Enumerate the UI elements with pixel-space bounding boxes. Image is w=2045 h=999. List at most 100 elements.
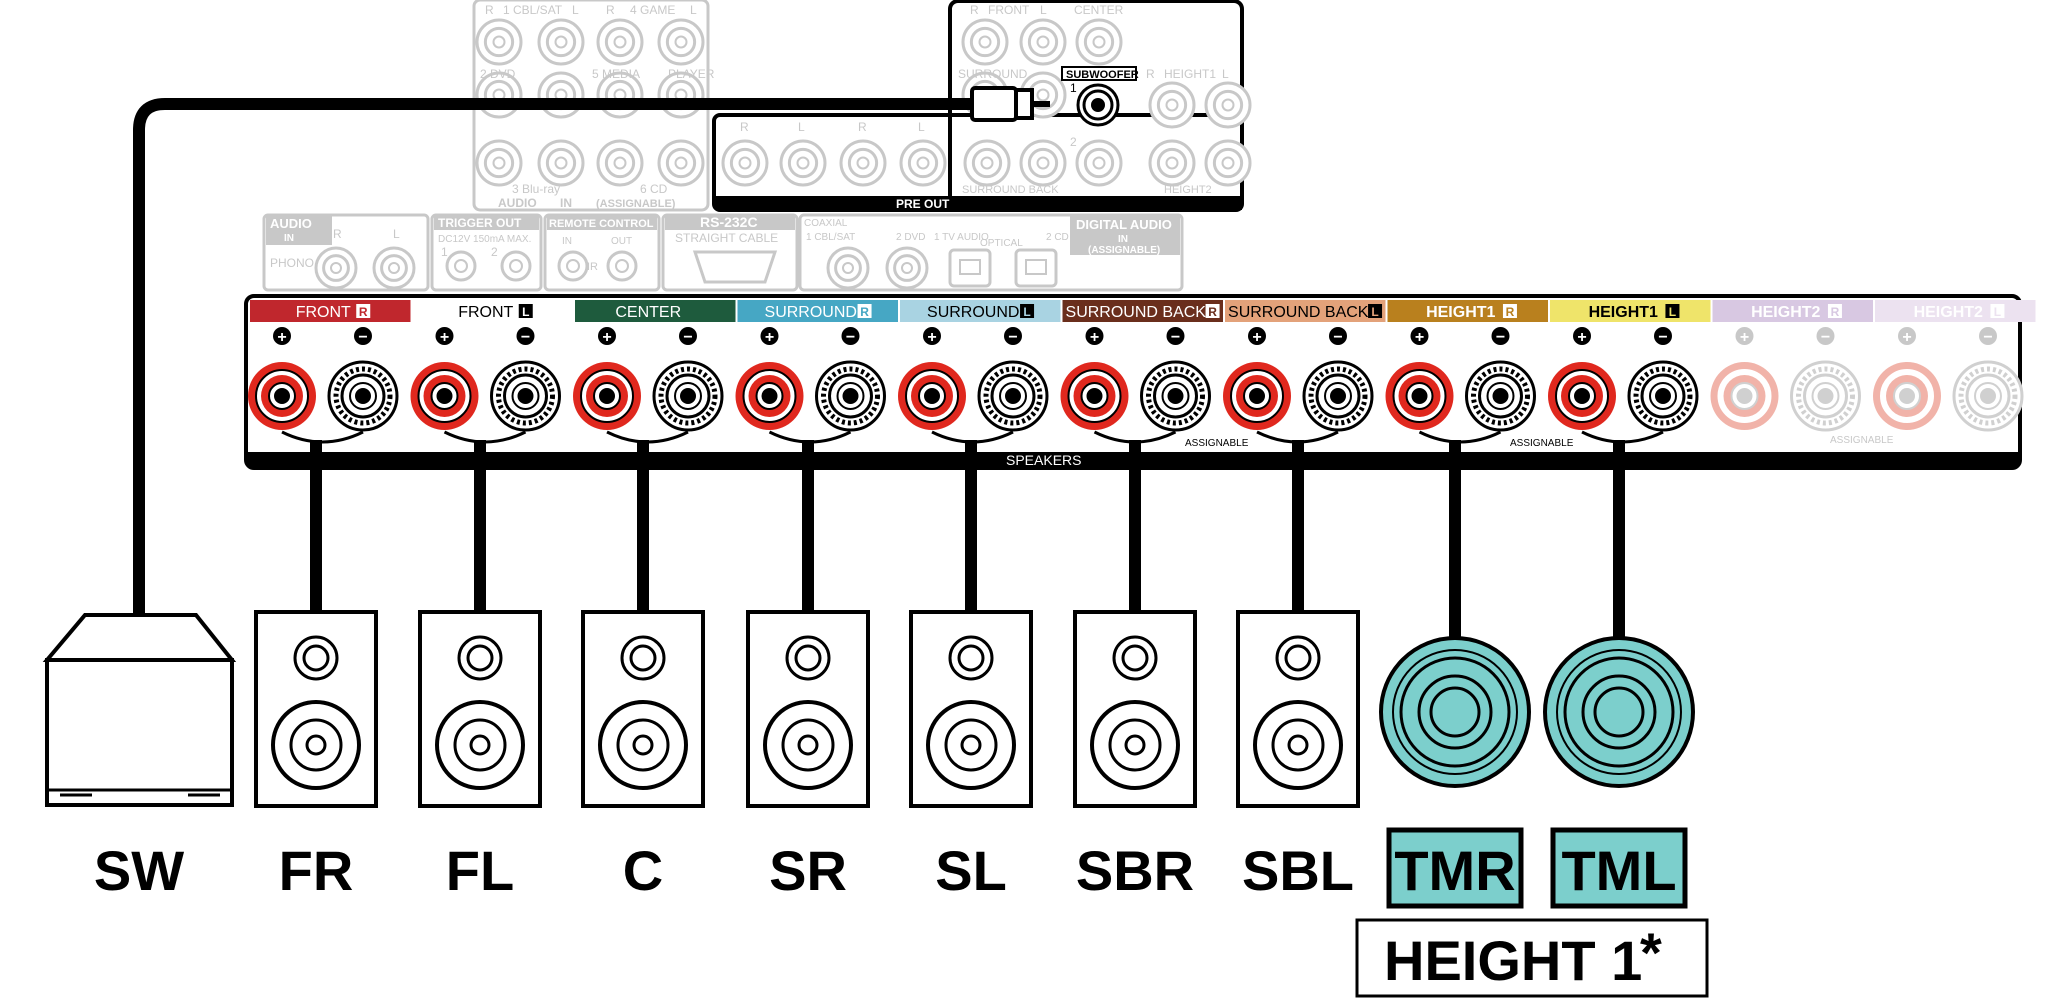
terminal-label: HEIGHT1	[1426, 304, 1495, 321]
pre-out-jack[interactable]	[1075, 18, 1123, 66]
pre-out-surround-back: SURROUND BACK	[962, 184, 1059, 196]
negative-terminal[interactable]	[1465, 360, 1536, 432]
pre-out-jack[interactable]	[721, 139, 769, 187]
terminal-side-box	[1502, 304, 1517, 318]
negative-terminal[interactable]	[327, 360, 399, 432]
pre-out-jack[interactable]	[1148, 81, 1196, 129]
mini-jack[interactable]	[445, 250, 477, 282]
plus-marker: +	[435, 327, 454, 346]
speaker-label-sl: SL	[935, 839, 1007, 902]
negative-terminal[interactable]	[1627, 360, 1699, 432]
negative-terminal[interactable]	[490, 360, 561, 432]
mid-coaxial: COAXIAL	[804, 218, 848, 229]
positive-terminal[interactable]	[735, 362, 804, 430]
mini-jack[interactable]	[500, 250, 532, 282]
mid-cd: 2 CD	[1046, 232, 1069, 243]
positive-terminal[interactable]	[248, 362, 316, 430]
coaxial-jack[interactable]	[826, 246, 870, 290]
audio-in-label-cbl: 1 CBL/SAT	[503, 3, 563, 17]
ceiling-speaker	[1379, 636, 1531, 788]
pre-out-jack[interactable]	[963, 139, 1011, 187]
pre-out-row3-r1: R	[740, 120, 749, 134]
negative-terminal[interactable]	[1952, 360, 2024, 432]
plus-marker: +	[1085, 327, 1104, 346]
terminal-side: R	[1208, 305, 1217, 319]
negative-terminal[interactable]	[815, 360, 886, 432]
pre-out-jack[interactable]	[1019, 18, 1067, 66]
negative-terminal[interactable]	[1140, 360, 1211, 432]
terminal-side: L	[1994, 305, 2001, 319]
optical-jack[interactable]	[948, 248, 992, 288]
speaker-cables	[310, 440, 1625, 640]
positive-terminal[interactable]	[1548, 362, 1616, 430]
pre-out-jack[interactable]	[1204, 81, 1252, 129]
audio-input-jack[interactable]	[537, 18, 585, 66]
audio-in-label-l2: L	[690, 3, 697, 17]
pre-out-jack[interactable]	[1075, 139, 1123, 187]
terminal-label: SURROUND BACK	[1228, 304, 1369, 321]
sign: −	[1983, 329, 1992, 346]
positive-terminal[interactable]	[1710, 362, 1779, 430]
audio-input-jack[interactable]	[596, 139, 644, 187]
pre-out-h1r: R	[1146, 67, 1155, 81]
sign: +	[927, 329, 936, 346]
negative-terminal[interactable]	[1790, 360, 1861, 432]
audio-in-cd: 6 CD	[640, 182, 668, 196]
positive-terminal[interactable]	[1060, 362, 1129, 430]
mid-remote: REMOTE CONTROL	[549, 218, 654, 230]
terminal-side-box	[1020, 304, 1035, 318]
tower-speaker	[581, 610, 705, 808]
negative-terminal[interactable]	[652, 360, 724, 432]
coaxial-jack[interactable]	[885, 246, 929, 290]
sign: +	[1252, 329, 1261, 346]
pre-out-jack[interactable]	[839, 139, 887, 187]
mini-jack[interactable]	[557, 250, 589, 282]
phono-jack[interactable]	[372, 246, 416, 290]
pre-out-height2: HEIGHT2	[1164, 184, 1212, 196]
audio-input-jack[interactable]	[657, 139, 705, 187]
pre-out-jack[interactable]	[961, 18, 1009, 66]
sign: +	[1902, 329, 1911, 346]
mini-jack[interactable]	[606, 250, 638, 282]
positive-terminal[interactable]	[410, 362, 479, 430]
terminal-side: R	[1831, 305, 1840, 319]
positive-terminal[interactable]	[1873, 362, 1941, 430]
middle-connector-row	[262, 213, 1184, 292]
audio-input-jack[interactable]	[657, 18, 705, 66]
audio-in-section: AUDIO	[498, 196, 537, 210]
tower-speaker	[1236, 610, 1360, 808]
audio-input-jack[interactable]	[537, 139, 585, 187]
audio-input-jack[interactable]	[596, 18, 644, 66]
terminal-label: HEIGHT1	[1589, 304, 1658, 321]
pre-out-jack[interactable]	[779, 139, 827, 187]
mid-audio-in: IN	[284, 233, 294, 244]
pre-out-jack[interactable]	[899, 139, 947, 187]
positive-terminal[interactable]	[1385, 362, 1454, 430]
pre-out-jack[interactable]	[1019, 139, 1067, 187]
positive-terminal[interactable]	[898, 362, 966, 430]
plus-marker: +	[1735, 327, 1754, 346]
pre-out-jack[interactable]	[1148, 139, 1196, 187]
negative-terminal[interactable]	[977, 360, 1049, 432]
audio-input-jack[interactable]	[475, 18, 523, 66]
optical-jack[interactable]	[1014, 248, 1058, 288]
positive-terminal[interactable]	[573, 362, 641, 430]
speaker-label-tmr: TMR	[1394, 839, 1515, 902]
terminal-side-box	[1368, 304, 1383, 318]
audio-input-jack[interactable]	[537, 71, 585, 119]
speaker-label-sr: SR	[769, 839, 847, 902]
audio-input-jack[interactable]	[475, 139, 523, 187]
audio-in-bluray: 3 Blu-ray	[512, 182, 560, 196]
minus-marker: −	[1654, 327, 1672, 346]
pre-out-jack[interactable]	[1204, 139, 1252, 187]
subwoofer-jack[interactable]: SUBWOOFER 1	[1061, 66, 1139, 127]
rs232c-port[interactable]	[692, 250, 778, 284]
positive-terminal[interactable]	[1223, 362, 1291, 430]
phono-jack[interactable]	[314, 246, 358, 290]
negative-terminal[interactable]	[1302, 360, 1374, 432]
